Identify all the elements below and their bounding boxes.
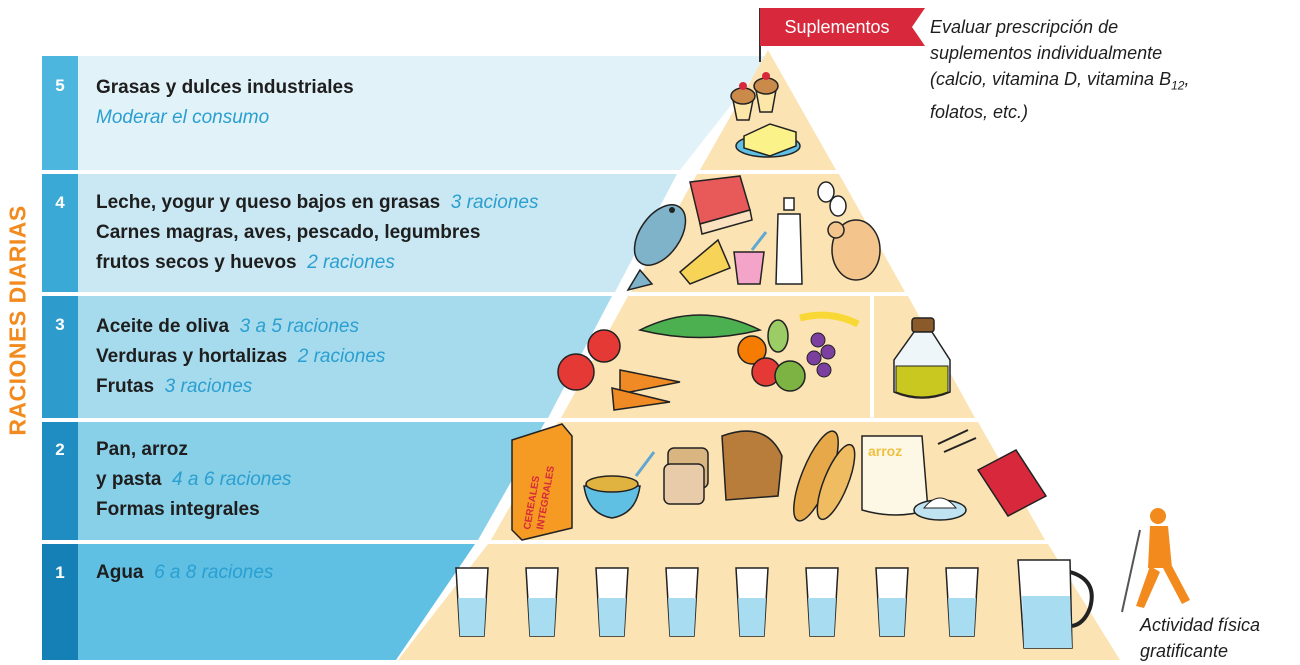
- tier-3-line-1-note: 3 a 5 raciones: [239, 316, 359, 337]
- tier-3-line-3-text: Frutas: [96, 376, 155, 397]
- water-glass-icon: [595, 567, 629, 637]
- fish-icon: [626, 204, 687, 292]
- tier-2-line-3: Formas integrales: [96, 495, 291, 525]
- tier-number-3: 3: [55, 315, 65, 334]
- tier-1-line-1-text: Agua: [96, 562, 144, 583]
- tier-3-line-2: Verduras y hortalizas 2 raciones: [96, 342, 385, 372]
- tier-3-line-1: Aceite de oliva 3 a 5 raciones: [96, 312, 385, 342]
- tier-4-line-3: frutos secos y huevos 2 raciones: [96, 248, 538, 278]
- number-cell-4: [42, 174, 78, 292]
- milk-bottle-icon: [775, 197, 803, 285]
- tier-band-2: [42, 422, 545, 540]
- tier-4-line-1: Leche, yogur y queso bajos en grasas 3 r…: [96, 188, 538, 218]
- pasta-box-icon: [937, 429, 1048, 517]
- tier-text-2: Pan, arroz y pasta 4 a 6 raciones Formas…: [96, 435, 291, 525]
- tier-3-line-1-text: Aceite de oliva: [96, 316, 230, 337]
- tier-1-line-1-note: 6 a 8 raciones: [154, 562, 274, 583]
- tier-3-line-2-text: Verduras y hortalizas: [96, 346, 288, 367]
- water-glass-icon: [665, 567, 699, 637]
- tier-number-2: 2: [55, 440, 65, 459]
- supplements-note-line-3-end: ,: [1184, 69, 1190, 89]
- rice-bag-icon: arroz: [861, 435, 967, 521]
- supplements-note-line-3: (calcio, vitamina D, vitamina B: [930, 69, 1172, 89]
- water-glass-icon: [525, 567, 559, 637]
- yogurt-icon: [733, 231, 768, 285]
- cereal-bowl-icon: [583, 451, 656, 519]
- tier-3-line-3-note: 3 raciones: [164, 376, 253, 397]
- tier-1-line-1: Agua 6 a 8 raciones: [96, 558, 273, 588]
- tier-2-line-3-text: Formas integrales: [96, 499, 260, 520]
- butter-dish-icon: [735, 123, 801, 158]
- tier-text-1: Agua 6 a 8 raciones: [96, 558, 273, 588]
- chicken-icon: [827, 219, 881, 281]
- fruits-icon: [737, 311, 860, 392]
- activity-note-line-1: Actividad física: [1140, 615, 1261, 635]
- cupcakes-icon: [730, 72, 779, 121]
- activity-note-line-2: gratificante: [1140, 641, 1229, 661]
- tier-5-line-2: Moderar el consumo: [96, 103, 354, 133]
- number-cell-1: [42, 544, 78, 660]
- supplements-note-line-4: folatos, etc.): [930, 101, 1029, 122]
- supplements-note: Evaluar prescripción de suplementos indi…: [930, 14, 1290, 125]
- water-glasses: [455, 567, 979, 637]
- tier-band-4: [42, 174, 677, 292]
- cheese-icon: [678, 238, 731, 285]
- tier-5-line-1-text: Grasas y dulces industriales: [96, 77, 354, 98]
- number-cell-5: [42, 56, 78, 170]
- tier-2-line-1: Pan, arroz: [96, 435, 291, 465]
- tier-2-line-1-text: Pan, arroz: [96, 439, 188, 460]
- tier-2-line-2-text: y pasta: [96, 469, 162, 490]
- tier-number-1: 1: [55, 563, 65, 582]
- water-glass-icon: [735, 567, 769, 637]
- water-glass-icon: [805, 567, 839, 637]
- tier-5-line-1: Grasas y dulces industriales: [96, 73, 354, 103]
- eggs-icon: [817, 181, 847, 217]
- water-glass-icon: [945, 567, 979, 637]
- tier-band-1: [42, 544, 475, 660]
- supplements-note-line-1: Evaluar prescripción de: [930, 17, 1119, 37]
- tier-number-5: 5: [55, 76, 65, 95]
- tier-2-line-2: y pasta 4 a 6 raciones: [96, 465, 291, 495]
- tier-3-line-2-note: 2 raciones: [297, 346, 386, 367]
- tier-band-3: [42, 296, 612, 418]
- tier-band-5: [42, 56, 770, 170]
- tier-2-line-2-note: 4 a 6 raciones: [172, 469, 292, 490]
- supplements-note-subscript: 12: [1171, 78, 1185, 93]
- ham-icon: [689, 175, 753, 235]
- tier-4-line-3-text: frutos secos y huevos: [96, 252, 297, 273]
- tier-4-line-1-text: Leche, yogur y queso bajos en grasas: [96, 192, 441, 213]
- tier-number-4: 4: [55, 193, 65, 212]
- tier-3-line-3: Frutas 3 raciones: [96, 372, 385, 402]
- tier-4-line-2-text: Carnes magras, aves, pescado, legumbres: [96, 222, 481, 243]
- cereal-box-icon: CEREALES INTEGRALES: [511, 423, 573, 541]
- tier-text-5: Grasas y dulces industriales Moderar el …: [96, 73, 354, 133]
- number-cell-2: [42, 422, 78, 540]
- tier-5-line-2-note: Moderar el consumo: [96, 107, 270, 128]
- tier-text-4: Leche, yogur y queso bajos en grasas 3 r…: [96, 188, 538, 278]
- supplements-flag: [760, 8, 925, 46]
- vegetables-icon: [557, 314, 763, 411]
- number-cell-3: [42, 296, 78, 418]
- olive-oil-icon: [893, 317, 951, 399]
- tier-4-line-1-note: 3 raciones: [450, 192, 539, 213]
- supplements-label: Suplementos: [784, 17, 890, 37]
- tier-4-line-2: Carnes magras, aves, pescado, legumbres: [96, 218, 538, 248]
- baguette-icon: [793, 430, 856, 522]
- water-glass-icon: [875, 567, 909, 637]
- tier-text-3: Aceite de oliva 3 a 5 raciones Verduras …: [96, 312, 385, 402]
- supplements-note-line-2: suplementos individualmente: [930, 43, 1163, 63]
- bread-icon: [663, 430, 783, 505]
- water-jug-icon: [1017, 559, 1094, 649]
- rice-bag-label: arroz: [868, 443, 902, 459]
- water-glass-icon: [455, 567, 489, 637]
- tier-4-line-3-note: 2 raciones: [307, 252, 395, 273]
- activity-note: Actividad física gratificante: [1140, 612, 1300, 664]
- walking-person-icon: [1121, 508, 1190, 613]
